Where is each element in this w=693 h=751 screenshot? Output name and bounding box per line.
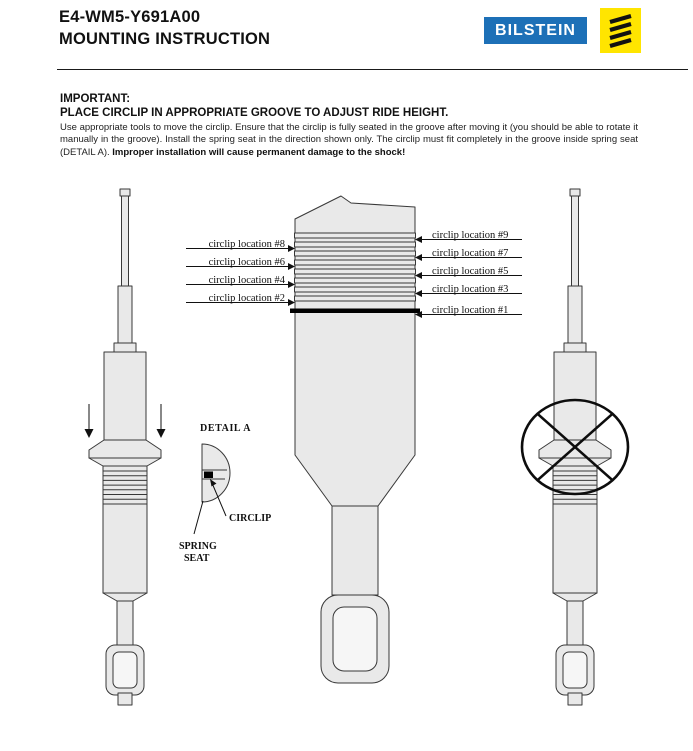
- enlarged-eye-bushing: [332, 606, 378, 672]
- leader-1-arrow: [415, 311, 422, 318]
- circlip-label: CIRCLIP: [229, 513, 271, 524]
- prohibition-ellipse: [520, 398, 630, 496]
- leader-4-arrow: [288, 281, 295, 288]
- leader-2-arrow: [288, 299, 295, 306]
- circlip-location-3-label: circlip location #3: [432, 284, 508, 295]
- circlip-groove-2: [294, 295, 416, 302]
- eye-bushing: [112, 651, 138, 689]
- circlip-location-1-label: circlip location #1: [432, 305, 508, 316]
- circlip-location-7-label: circlip location #7: [432, 248, 508, 259]
- circlip-location-labels-left: circlip location #8 circlip location #6 …: [186, 239, 295, 306]
- eye-bushing: [562, 651, 588, 689]
- leader-8-arrow: [288, 245, 295, 252]
- circlip-location-5-label: circlip location #5: [432, 266, 508, 277]
- spring-badge: [600, 8, 641, 53]
- groove-lines: [103, 470, 147, 500]
- spring-seat-underside: [88, 457, 162, 467]
- circlip-groove-6: [294, 259, 416, 266]
- spring-seat-label-line1: SPRING: [179, 541, 217, 552]
- piston-rod-lower: [117, 285, 133, 344]
- spring-seat-flange: [88, 439, 162, 459]
- circlip-detail: [204, 471, 213, 478]
- body-collar: [563, 342, 587, 353]
- circlip-location-9-label: circlip location #9: [432, 230, 508, 241]
- notice-headline: PLACE CIRCLIP IN APPROPRIATE GROOVE TO A…: [60, 107, 449, 119]
- lower-taper: [552, 592, 598, 602]
- circlip-leader-arrow: [210, 479, 217, 487]
- prohibition-cross-icon: [520, 398, 630, 496]
- upper-body: [103, 351, 147, 441]
- circlip-position-1-bar: [290, 308, 420, 313]
- body-collar: [113, 342, 137, 353]
- prohibition-line-2: [536, 412, 614, 482]
- part-number: E4-WM5-Y691A00: [59, 8, 201, 26]
- circlip-location-4-label: circlip location #4: [209, 275, 286, 286]
- circlip-leader: [211, 482, 227, 517]
- notice-body-text: Use appropriate tools to move the circli…: [60, 122, 638, 158]
- seat-groove-lines: [202, 469, 227, 480]
- leader-9-arrow: [415, 236, 422, 243]
- circlip-groove-8: [294, 241, 416, 248]
- shock-body-enlarged-diagram: [290, 195, 420, 684]
- circlip-groove-9: [294, 232, 416, 239]
- piston-rod-tip: [569, 188, 581, 197]
- mount-tab: [567, 692, 583, 706]
- mount-tab: [117, 692, 133, 706]
- doc-title: MOUNTING INSTRUCTION: [59, 30, 271, 48]
- detail-a-view: DETAIL A CIRCLIP SPRING SEAT: [179, 423, 271, 564]
- upper-body: [553, 351, 597, 441]
- leader-6-arrow: [288, 263, 295, 270]
- header-divider: [57, 69, 688, 70]
- lower-body: [552, 503, 598, 594]
- piston-rod: [121, 195, 129, 287]
- circlip-location-6-label: circlip location #6: [209, 257, 285, 268]
- spring-seat-section: [201, 443, 231, 503]
- piston-rod-lower: [567, 285, 583, 344]
- spring-seat-leader: [193, 500, 204, 535]
- install-direction-arrows: [84, 404, 166, 438]
- circlip-location-8-label: circlip location #8: [209, 239, 285, 250]
- lower-taper: [102, 592, 148, 602]
- shock-absorber-left-diagram: [88, 188, 162, 706]
- circlip-groove-3: [294, 286, 416, 293]
- detail-a-title: DETAIL A: [200, 423, 251, 434]
- coil-spring-icon: [609, 13, 632, 49]
- piston-rod-tip: [119, 188, 131, 197]
- circlip-groove-4: [294, 277, 416, 284]
- enlarged-stem: [331, 505, 379, 596]
- leader-5-arrow: [415, 272, 422, 279]
- down-arrow-left-head: [84, 429, 94, 438]
- spring-seat-underside: [538, 457, 612, 467]
- down-arrow-right-head: [156, 429, 166, 438]
- leader-3-arrow: [415, 290, 422, 297]
- groove-lines: [553, 470, 597, 500]
- circlip-location-labels-right: circlip location #9 circlip location #7 …: [415, 230, 522, 318]
- important-label: IMPORTANT:: [60, 93, 131, 105]
- spring-seat-label-line2: SEAT: [184, 553, 210, 564]
- lower-body: [102, 503, 148, 594]
- notice-body-warning: Improper installation will cause permane…: [112, 146, 406, 158]
- leader-7-arrow: [415, 254, 422, 261]
- circlip-location-2-label: circlip location #2: [209, 293, 285, 304]
- bilstein-logo-text: BILSTEIN: [495, 21, 576, 39]
- piston-rod: [571, 195, 579, 287]
- circlip-groove-7: [294, 250, 416, 257]
- circlip-groove-5: [294, 268, 416, 275]
- notice-section: IMPORTANT: PLACE CIRCLIP IN APPROPRIATE …: [60, 92, 638, 159]
- lower-stem: [116, 600, 134, 646]
- spring-seat-flange: [538, 439, 612, 459]
- notice-body: Use appropriate tools to move the circli…: [60, 122, 638, 159]
- lower-stem: [566, 600, 584, 646]
- bilstein-logo: BILSTEIN: [484, 17, 587, 44]
